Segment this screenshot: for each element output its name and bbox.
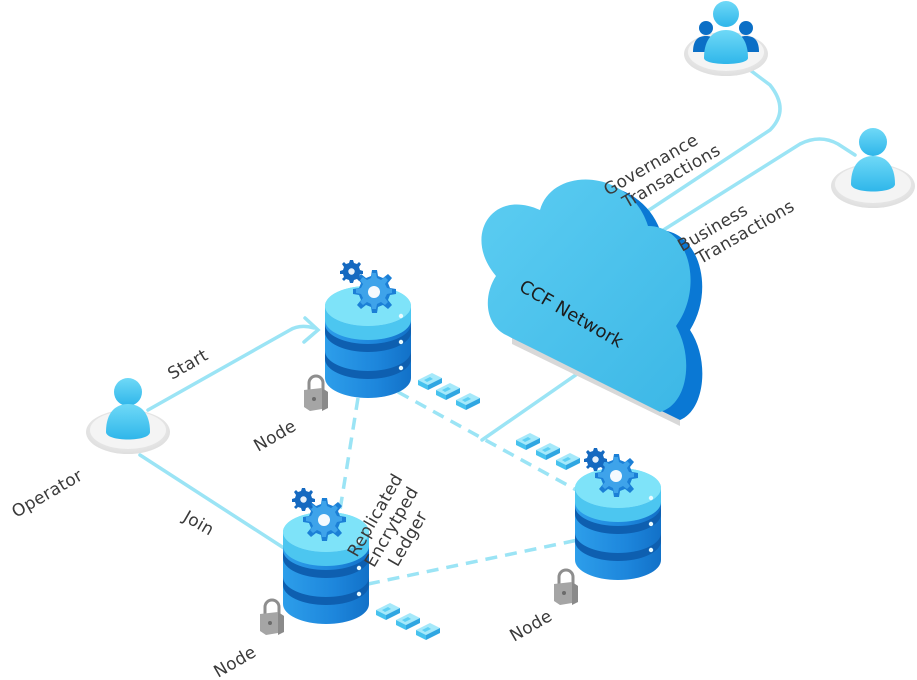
gear-icon [292,488,315,511]
gear-icon [353,270,396,313]
node-bottom-right [552,448,661,607]
person-icon [851,128,895,192]
person-icon [106,378,150,440]
replication-top-to-bottom-right [397,390,581,494]
cloud-icon: CCF Network [481,179,703,426]
replication-bottom-left-to-bottom-right [367,538,579,586]
start-connector [146,324,316,412]
ledger-link-line [480,370,582,442]
group-icon [693,1,759,64]
lock-icon [302,374,330,413]
operator-label: Operator [9,466,87,523]
gear-icon [584,448,607,471]
connection-lines [138,68,857,554]
business-connector [636,137,857,248]
node-bottom-right-label: Node [507,606,556,646]
governance-connector [620,68,782,230]
ledger-blocks-bottom [376,603,440,640]
node-bottom-left [258,488,369,637]
ledger-blocks-right [516,433,580,470]
business-person [831,128,915,208]
join-label: Join [179,507,218,541]
replication-lines [338,390,581,586]
lock-icon [258,598,286,637]
node-top [302,260,411,413]
ledger-blocks-top [418,373,480,410]
node-top-label: Node [251,416,300,456]
join-connector [138,453,292,554]
governance-group [684,1,768,76]
start-arrow-head [302,316,321,344]
node-bottom-left-label: Node [211,642,260,680]
operator-person [86,378,170,454]
lock-icon [552,568,580,607]
replication-top-to-bottom-left [338,397,360,511]
gear-icon [340,260,363,283]
